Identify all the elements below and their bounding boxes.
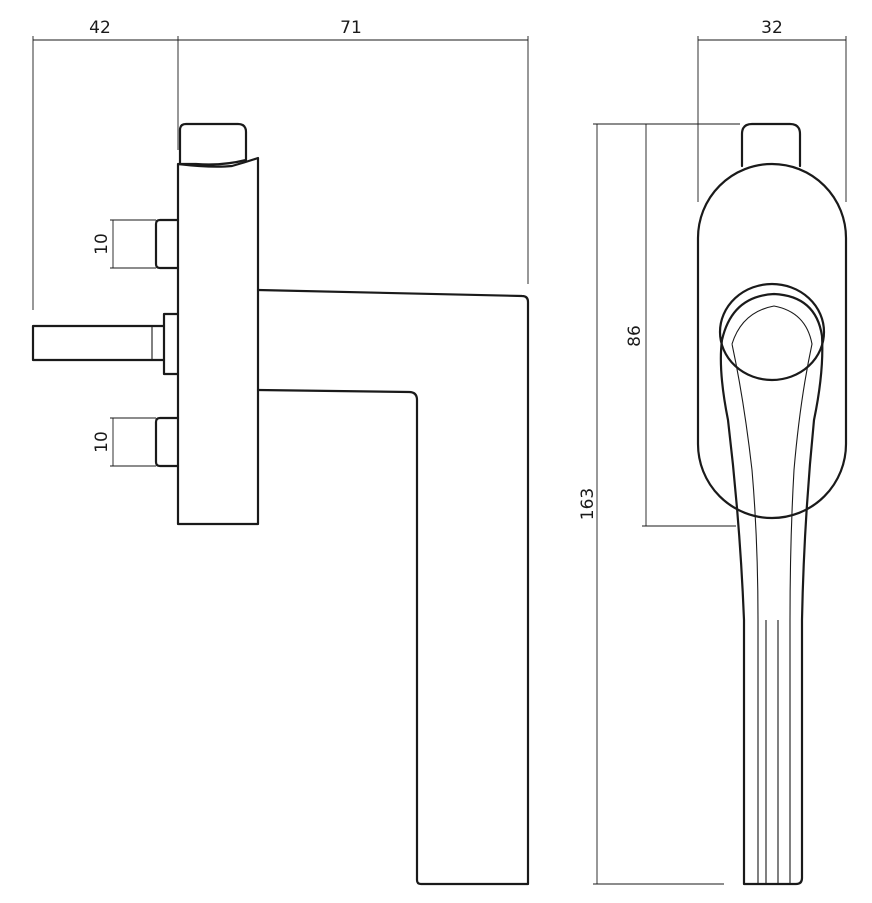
side-back-plate [176,156,260,526]
side-screw-top [154,218,180,270]
dim-10-bottom-label: 10 [92,431,112,453]
dim-32-label: 32 [761,18,783,38]
side-spindle-collar [162,312,180,376]
front-top-cap [740,122,802,168]
side-top-cap [178,122,248,166]
side-lever [256,288,530,886]
dim-86-label: 86 [625,325,645,347]
front-lever-ridge [731,305,813,884]
dim-42-label: 42 [89,18,111,38]
front-view [696,122,848,886]
side-spindle-bar [31,324,166,362]
front-lever-outline [719,292,824,886]
front-neck-ring [718,282,826,382]
side-view [31,122,530,886]
dim-10-top-label: 10 [92,233,112,255]
dimensions: 42 71 10 10 32 163 86 [32,18,847,885]
dim-71-label: 71 [340,18,362,38]
dim-163-label: 163 [578,488,598,520]
front-rose [696,162,848,520]
side-screw-bottom [154,416,180,468]
